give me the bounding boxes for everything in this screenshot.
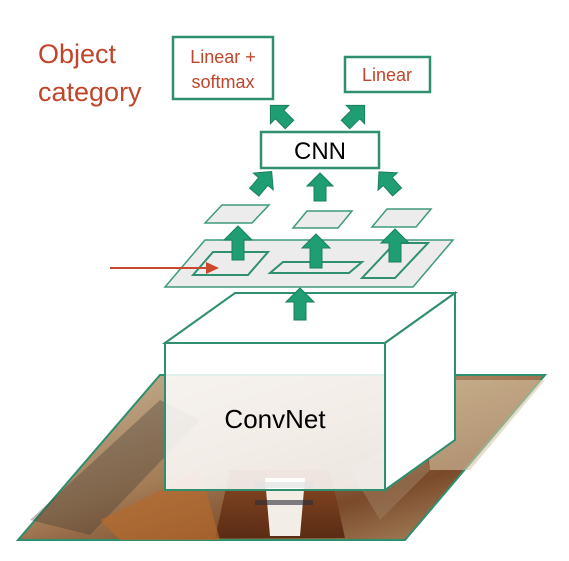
linear-label: Linear <box>362 65 412 85</box>
convnet-block: ConvNet <box>161 291 459 492</box>
arrows-to-heads <box>269 104 366 130</box>
linear-softmax-label-line2: softmax <box>191 72 254 92</box>
arrows-to-cnn <box>248 170 403 202</box>
pooled-feature-right <box>370 208 433 228</box>
red-pointer-arrow <box>110 262 219 274</box>
arrow-convnet-to-features <box>284 287 316 321</box>
arrows-roi-pool <box>222 225 411 269</box>
linear-softmax-head: Linear + softmax <box>171 35 275 101</box>
pooled-feature-middle <box>291 210 354 229</box>
cnn-label: CNN <box>294 138 346 165</box>
title-line2: category <box>38 77 142 107</box>
object-category-title: Object category <box>38 39 142 107</box>
pooled-feature-left <box>203 204 271 224</box>
linear-softmax-label-line1: Linear + <box>190 47 256 67</box>
title-line1: Object <box>38 39 117 69</box>
convnet-label: ConvNet <box>224 404 326 434</box>
linear-head: Linear <box>343 55 432 94</box>
cnn-block: CNN <box>259 130 381 170</box>
pooled-features <box>203 204 433 229</box>
